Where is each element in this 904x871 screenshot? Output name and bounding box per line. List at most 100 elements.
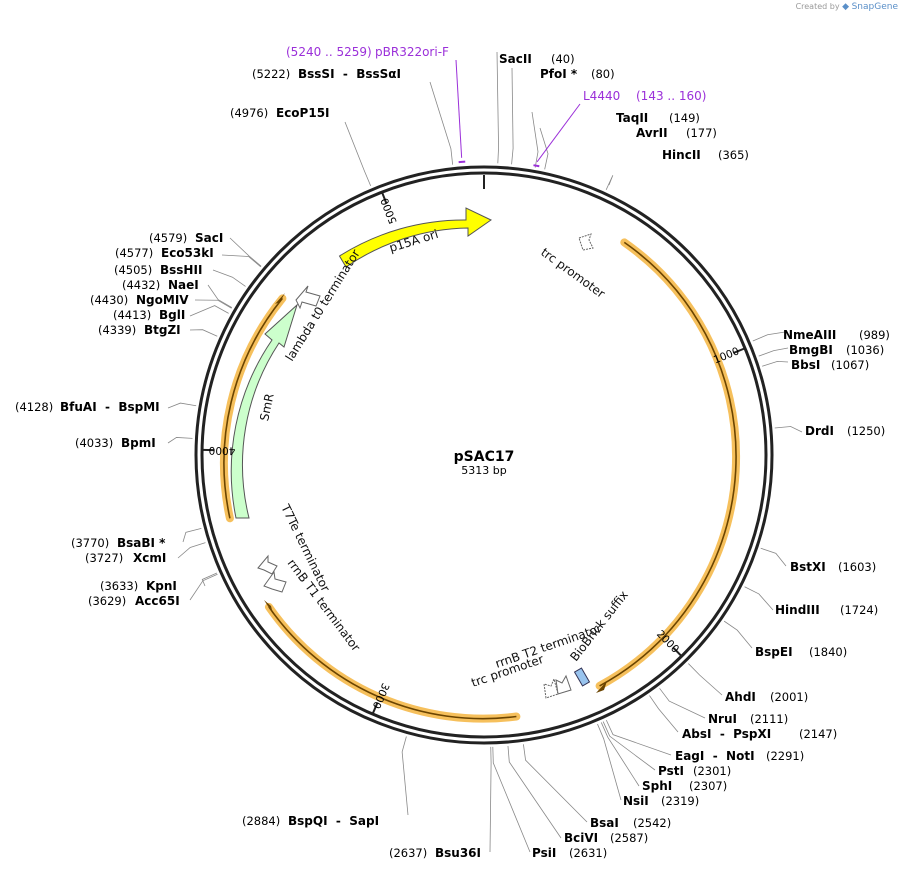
site-eagi-noti-pos: (2291) [766,749,804,763]
site-leader-line [194,299,232,309]
site-bcivi-name: BciVI [564,831,598,845]
primer-l4440-range: (143 .. 160) [636,89,706,103]
site-bsshii-pos: (4505) [114,263,152,277]
trc-promoter-top-icon [578,233,594,251]
site-bspqi-sapi-name: BspQI - SapI [288,814,379,828]
site-ahdi-pos: (2001) [770,690,808,704]
site-bsssi-pos: (5222) [252,67,290,81]
site-bsai-pos: (2542) [633,816,671,830]
orf-arc-bottom-arrowhead [264,600,273,614]
site-nmeaiii-name: NmeAIII [783,328,836,342]
site-leader-line [167,402,197,409]
tick-mark [371,702,379,715]
site-bbsi-name: BbsI [791,358,820,372]
site-leader-line [605,175,614,190]
site-leader-line [762,360,789,367]
site-nsii-pos: (2319) [661,794,699,808]
site-eagi-noti-name: EagI - NotI [675,749,755,763]
primer-leader-line [536,103,581,163]
site-xcmi-name: XcmI [133,551,166,565]
site-psii-pos: (2631) [569,846,607,860]
site-pfoi-name: PfoI * [540,67,578,81]
site-leader-line [774,426,803,433]
site-bpmi-name: BpmI [121,436,156,450]
site-leader-line [229,237,262,267]
site-bsu36i-name: Bsu36I [435,846,481,860]
site-taqii-pos: (149) [669,111,700,125]
site-bstxi-pos: (1603) [838,560,876,574]
site-bfuai-bspmi-pos: (4128) [15,400,53,414]
site-sacii-name: SacII [499,52,532,66]
site-naei-name: NaeI [168,278,199,292]
site-acc65i-pos: (3629) [88,594,126,608]
site-eco53ki-name: Eco53kI [161,246,214,260]
site-leader-line [189,329,218,337]
rrnb-t2-terminator-icon [555,674,572,695]
site-bgli-name: BglI [159,308,185,322]
biobrick-suffix-box [573,667,591,687]
site-psti-name: PstI [658,764,684,778]
site-leader-line [523,744,588,823]
site-xcmi-pos: (3727) [85,551,123,565]
trc-promoter-top-label: trc promoter [538,245,607,301]
snapgene-logo-icon: ◆ [842,2,850,12]
site-leader-line [752,331,786,342]
tick-mark [733,347,746,354]
site-leader-line [492,746,531,853]
site-leader-line [344,121,372,187]
plasmid-name: pSAC17 [454,449,515,465]
site-acc65i-name: Acc65I [135,594,180,608]
site-labels-left: (2637) Bsu36I (2884) BspQI - SapI (3629)… [15,67,481,860]
site-leader-line [189,305,229,317]
site-bsu36i-pos: (2637) [389,846,427,860]
site-hincii-pos: (365) [718,148,749,162]
site-drdi-pos: (1250) [847,424,885,438]
site-leader-line [605,719,672,756]
site-btgzi-pos: (4339) [98,323,136,337]
site-leader-line [507,745,562,839]
primer-leader-line [455,59,463,158]
site-btgzi-name: BtgZI [144,323,181,337]
site-ngomiv-name: NgoMIV [136,293,189,307]
site-bstxi-name: BstXI [790,560,826,574]
site-hindiii-pos: (1724) [840,603,878,617]
site-leader-line [539,127,549,170]
tick-label: 4000 [209,444,236,456]
site-leader-line [531,111,539,168]
site-avrii-name: AvrII [636,126,668,140]
site-psii-name: PsiI [532,846,556,860]
p15a-ori-arrow [338,207,492,268]
orf-arc-right-core [599,241,737,687]
site-leader-line [758,347,789,357]
tick-label: 5000 [379,196,400,225]
site-bsabi-name: BsaBI * [117,536,166,550]
primer-pbr322ori-f-name: pBR322ori-F [375,45,449,59]
site-absi-pspxi-pos: (2147) [799,727,837,741]
site-sphi-pos: (2307) [689,779,727,793]
site-bsabi-pos: (3770) [71,536,109,550]
site-leader-line [602,721,656,771]
site-drdi-name: DrdI [805,424,834,438]
backbone [194,165,774,745]
site-absi-pspxi-name: AbsI - PspXI [682,727,771,741]
site-leader-line [744,586,774,611]
site-bcivi-pos: (2587) [610,831,648,845]
trc-promoter-bottom-icon [543,677,559,699]
tick-mark [381,191,388,204]
site-bmgbi-name: BmgBI [789,343,833,357]
credit-text: Created by [795,2,840,11]
site-leader-line [207,284,233,309]
site-leader-line [177,542,206,559]
site-leader-line [688,663,723,696]
orf-arc-left-core [223,297,284,519]
site-leader-line [221,254,261,268]
site-leader-line [401,736,409,816]
site-bfuai-bspmi-name: BfuAI - BspMI [60,400,160,414]
site-bsssi-name: BssSI - BssSαI [298,67,401,81]
site-bmgbi-pos: (1036) [846,343,884,357]
site-ecop15i-name: EcoP15I [276,106,330,120]
site-bsshii-name: BssHII [160,263,202,277]
site-hindiii-name: HindIII [775,603,820,617]
site-leader-line [489,746,492,853]
